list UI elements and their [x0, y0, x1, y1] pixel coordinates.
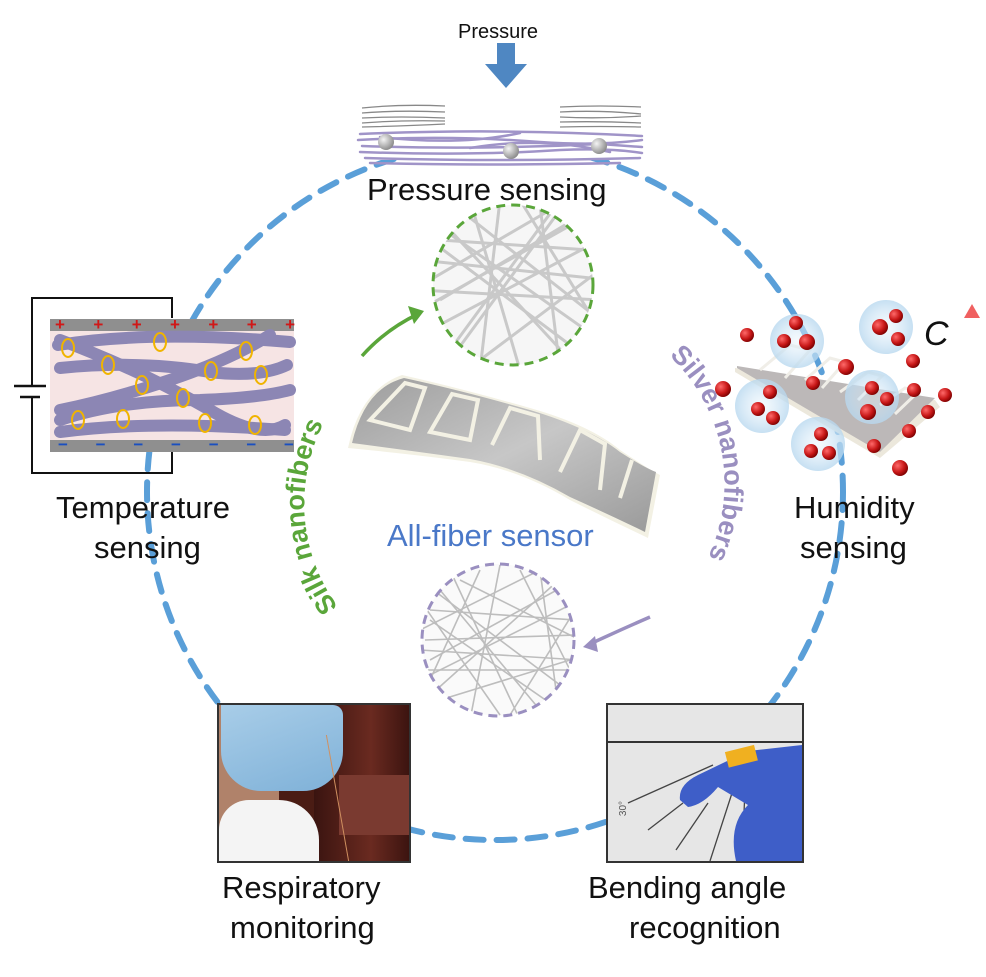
- particle-icon: [378, 134, 394, 150]
- humidity-illustration: [715, 300, 980, 476]
- face-mask: [221, 705, 343, 791]
- silk-fiber-mat: [431, 203, 595, 367]
- angle-mark: 30°: [618, 800, 630, 817]
- silver-arrow-icon: [589, 615, 651, 646]
- gloved-finger: [679, 745, 802, 861]
- concentration-symbol: C: [924, 315, 949, 353]
- bending-caption-line2: recognition: [629, 910, 781, 945]
- temperature-caption-line2: sensing: [94, 530, 201, 565]
- water-molecule-icon: [715, 309, 952, 476]
- pressure-arrow-icon: [485, 43, 527, 88]
- pressure-sensing-caption: Pressure sensing: [367, 172, 607, 207]
- pressure-arrow-label: Pressure: [458, 21, 539, 43]
- all-fiber-sensor-title: All-fiber sensor: [387, 518, 594, 553]
- all-fiber-sensor-device: [348, 375, 660, 538]
- humidity-caption-line1: Humidity: [794, 490, 915, 525]
- negative-electrode-signs: −−−−−−−: [58, 435, 294, 454]
- respiratory-caption-line1: Respiratory: [222, 870, 381, 905]
- particle-icon: [503, 143, 519, 159]
- respiratory-monitoring-photo: [217, 703, 411, 863]
- silver-nanofibers-label: Silver nanofibers: [665, 339, 749, 567]
- positive-electrode-signs: +++++++: [55, 315, 295, 334]
- temperature-caption-line1: Temperature: [56, 490, 231, 525]
- application-ring: [144, 141, 846, 843]
- silk-arrow-icon: [360, 312, 419, 358]
- humidity-caption-line2: sensing: [800, 530, 907, 565]
- bending-caption-line1: Bending angle: [588, 870, 787, 905]
- silver-fiber-mat: [420, 562, 576, 718]
- bending-angle-photo: 30°: [606, 703, 804, 863]
- temperature-illustration: [14, 297, 296, 474]
- dipole-icon: [61, 332, 268, 435]
- particle-icon: [591, 138, 607, 154]
- respiratory-caption-line2: monitoring: [230, 910, 375, 945]
- pressure-illustration: [340, 100, 680, 166]
